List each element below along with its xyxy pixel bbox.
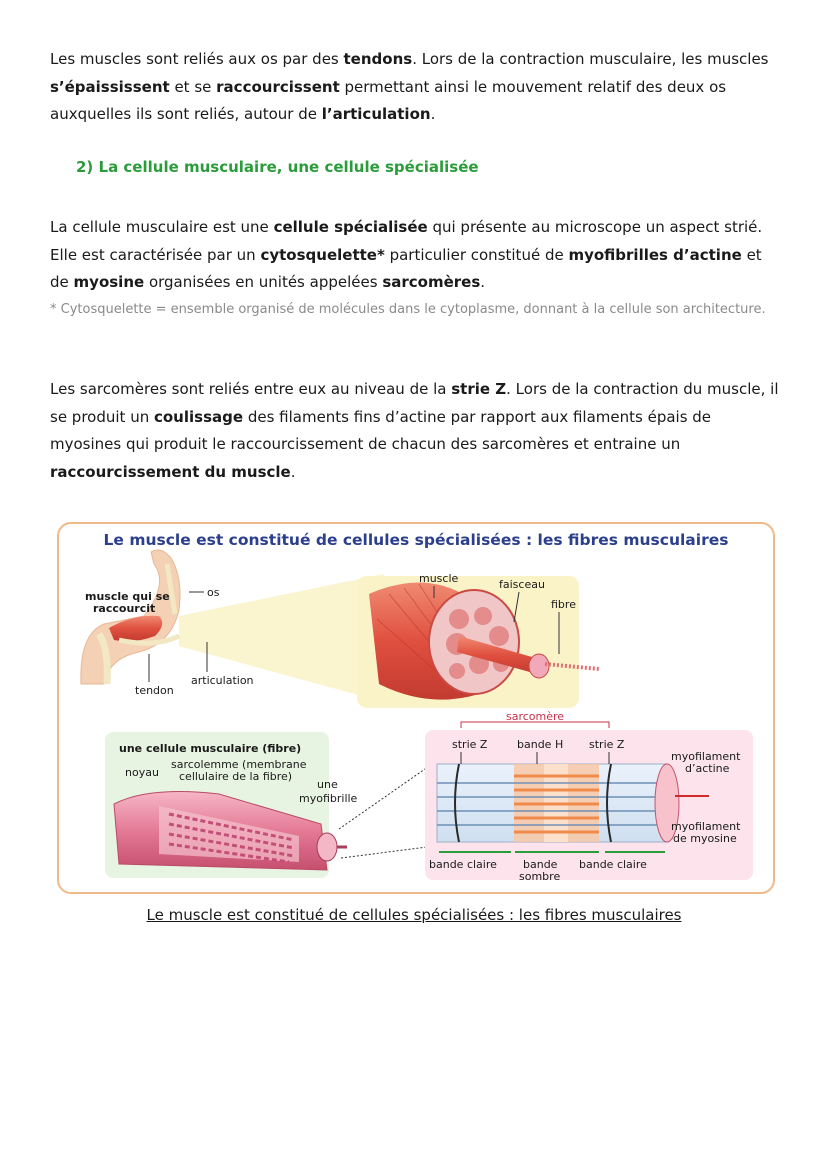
label-myofilament-myosine-1: myofilament (671, 820, 741, 833)
keyword-sarcomeres: sarcomères (382, 273, 481, 291)
footnote: * Cytosquelette = ensemble organisé de m… (50, 302, 766, 317)
label-sarcolemme-2: cellulaire de la fibre) (179, 770, 292, 783)
text: . Lors de la contraction du muscle, il s… (50, 380, 779, 426)
label-bande-claire-right: bande claire (579, 858, 647, 871)
label-myofilament-actine-1: myofilament (671, 750, 741, 763)
intro-paragraph: Les muscles sont reliés aux os par des t… (50, 46, 782, 129)
figure-title: Le muscle est constitué de cellules spéc… (104, 531, 729, 549)
text: . Lors de la contraction musculaire, les… (412, 50, 769, 68)
keyword-raccourcissent: raccourcissent (216, 77, 340, 96)
label-bande-claire-left: bande claire (429, 858, 497, 871)
text: et de (50, 245, 762, 292)
myofibril (436, 763, 709, 843)
label-strie-z-right: strie Z (589, 738, 625, 751)
label-tendon: tendon (135, 684, 174, 697)
keyword-myofibrilles: myofibrilles d’actine (568, 245, 742, 264)
text: permettant ainsi le mouvement relatif de… (50, 77, 727, 124)
keyword-coulissage: coulissage (153, 407, 244, 426)
label-muscle: muscle (419, 572, 459, 585)
label-articulation: articulation (191, 674, 254, 687)
figure-caption: Le muscle est constitué de cellules spéc… (146, 906, 682, 924)
text: Les muscles sont reliés aux os par des (50, 50, 344, 68)
label-myofilament-actine-2: d’actine (685, 762, 730, 775)
text: particulier constitué de (384, 245, 569, 264)
text: . (290, 462, 296, 481)
label-os: os (207, 586, 220, 599)
label-raccourcit: raccourcit (93, 602, 155, 615)
muscle-fibre-cell (113, 791, 347, 871)
keyword-myosine: myosine (73, 273, 145, 291)
cell-paragraph: La cellule musculaire est une cellule sp… (50, 214, 782, 297)
label-sarcomere: sarcomère (506, 710, 564, 723)
muscle-bundle (369, 582, 600, 700)
label-myofilament-myosine-2: de myosine (673, 832, 737, 845)
arm-illustration (80, 549, 384, 702)
text: La cellule musculaire est une (50, 218, 274, 236)
keyword-tendons: tendons (343, 50, 413, 68)
label-faisceau: faisceau (499, 578, 545, 591)
label-muscle-qui-se: muscle qui se (85, 590, 170, 603)
label-sarcolemme-1: sarcolemme (membrane (171, 758, 307, 771)
keyword-epaississent: s’épaississent (50, 77, 170, 96)
label-myofibrille: myofibrille (299, 792, 358, 805)
keyword-cellule-specialisee: cellule spécialisée (273, 218, 428, 236)
keyword-strie-z: strie Z (451, 380, 507, 398)
section-heading: 2) La cellule musculaire, une cellule sp… (76, 158, 479, 176)
text: organisées en unités appelées (144, 273, 383, 291)
text: . (430, 105, 436, 123)
keyword-raccourcissement: raccourcissement du muscle (50, 462, 291, 481)
muscle-figure: Le muscle est constitué de cellules spéc… (57, 522, 775, 894)
label-bande-sombre-2: sombre (519, 870, 560, 883)
text: qui présente au microscope un aspect str… (50, 218, 763, 264)
label-strie-z-left: strie Z (452, 738, 488, 751)
text: et se (169, 77, 217, 96)
label-noyau: noyau (125, 766, 159, 779)
label-bande-h: bande H (517, 738, 563, 751)
label-fibre: fibre (551, 598, 576, 611)
text: Les sarcomères sont reliés entre eux au … (50, 380, 452, 398)
label-cellule-musculaire: une cellule musculaire (fibre) (119, 742, 301, 755)
keyword-cytosquelette: cytosquelette* (260, 245, 385, 264)
muscle-diagram: Le muscle est constitué de cellules spéc… (80, 531, 753, 883)
label-bande-sombre-1: bande (523, 858, 558, 871)
text: des filaments fins d’actine par rapport … (50, 407, 712, 454)
keyword-articulation: l’articulation (321, 105, 431, 123)
sarcomere-paragraph: Les sarcomères sont reliés entre eux au … (50, 376, 782, 486)
label-une: une (317, 778, 338, 791)
text: . (480, 273, 486, 291)
